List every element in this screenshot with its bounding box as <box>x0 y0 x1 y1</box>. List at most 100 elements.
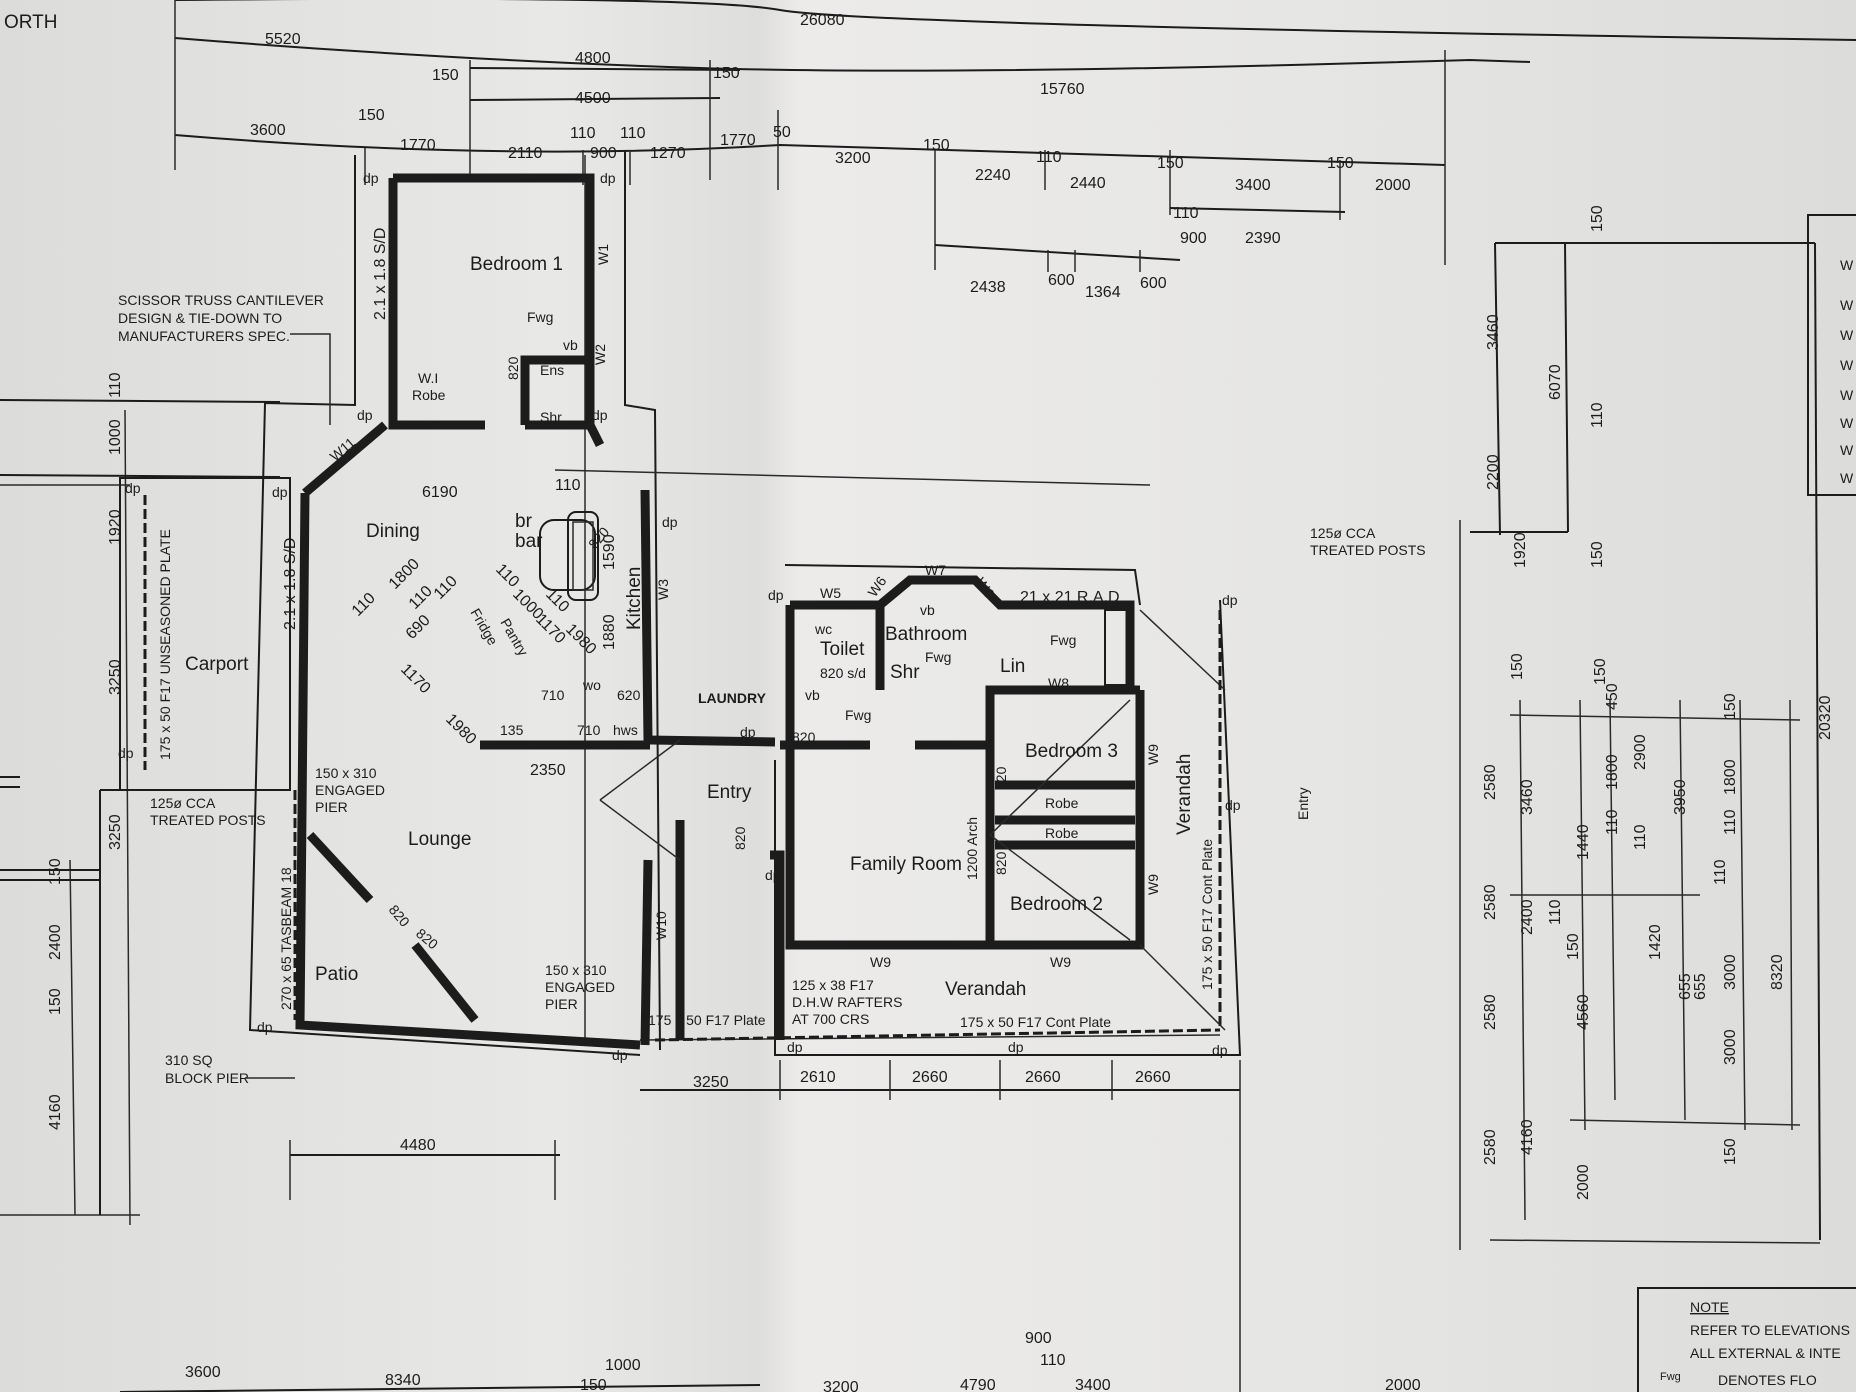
plan-label: 3950 <box>1672 779 1689 815</box>
plan-label: 110 <box>1589 402 1606 428</box>
plan-label: W <box>1840 470 1854 486</box>
plan-label: 2000 <box>1575 1164 1592 1200</box>
wc-label: wc <box>814 621 832 637</box>
room-patio: Patio <box>315 964 358 985</box>
right-dimension-lines <box>1459 214 1856 1250</box>
plan-label: 1000 <box>107 419 124 455</box>
plan-label: 1980 <box>442 711 479 748</box>
plan-label: 1170 <box>532 611 568 647</box>
plan-label: 110 <box>349 590 379 620</box>
plan-label: 110 <box>492 561 522 591</box>
room-laundry: LAUNDRY <box>698 690 767 706</box>
plan-label: dp <box>768 587 784 603</box>
plan-label: dp <box>1008 1039 1024 1055</box>
plan-label: 2580 <box>1482 994 1499 1030</box>
plan-label: vb <box>920 602 935 618</box>
dim: 1770 <box>400 137 436 154</box>
dim: 150 <box>923 137 950 154</box>
plan-label: 110 <box>431 573 461 603</box>
plan-label: 110 <box>107 372 124 398</box>
annotations: SCISSOR TRUSS CANTILEVER DESIGN & TIE-DO… <box>118 228 1426 1087</box>
plan-label: 820 <box>792 729 816 745</box>
room-shower: Shr <box>890 662 920 683</box>
plan-label: 270 x 65 TASBEAM 18 <box>278 867 294 1010</box>
plan-label: AT 700 CRS <box>792 1011 869 1027</box>
plan-label: W2 <box>592 344 608 365</box>
plan-label: 2.1 x 1.8 S/D <box>282 538 299 631</box>
plan-label: 150 <box>1589 541 1606 568</box>
plan-label: 125ø CCA <box>150 795 216 811</box>
dim: 50 <box>773 124 791 141</box>
plan-label: Fwg <box>845 707 871 723</box>
plan-label: 4160 <box>1519 1119 1536 1155</box>
plan-label: 710 <box>577 722 601 738</box>
room-ensuite-shower: Shr <box>540 409 562 425</box>
dim: 150 <box>713 65 740 82</box>
plan-label: 110 <box>1547 899 1564 925</box>
plan-label: W <box>1840 327 1854 343</box>
plan-label: dp <box>740 724 756 740</box>
room-bathroom: Bathroom <box>885 624 967 645</box>
dim: 1364 <box>1085 284 1121 301</box>
plan-label: 6190 <box>422 484 458 501</box>
room-ensuite: Ens <box>540 362 564 378</box>
plan-label: bar <box>515 531 543 552</box>
plan-label: dp <box>1225 797 1241 813</box>
room-robe-a: Robe <box>1045 795 1079 811</box>
right-dimension-labels: 150 3460 110 2200 150 6070 1920 150 150 … <box>1482 205 1834 1200</box>
bar-label: br <box>515 511 533 532</box>
plan-label: W9 <box>870 954 891 970</box>
dim: 3200 <box>835 150 871 167</box>
plan-label: 1980 <box>562 621 599 658</box>
dim: 1270 <box>650 145 686 162</box>
plan-label: 655 <box>1677 973 1694 1000</box>
plan-label: 110 <box>1040 1352 1066 1369</box>
plan-label: DESIGN & TIE-DOWN TO <box>118 310 282 326</box>
plan-label: 3250 <box>107 814 124 850</box>
plan-label: 820 s/d <box>820 665 866 681</box>
dim: 110 <box>1036 149 1062 166</box>
top-dimension-lines <box>174 0 1856 272</box>
plan-label: 150 <box>1592 658 1609 685</box>
plan-label: 620 <box>617 687 641 703</box>
plan-label: dp <box>1212 1042 1228 1058</box>
plan-label: 4480 <box>400 1137 436 1154</box>
plan-label: REFER TO ELEVATIONS <box>1690 1322 1850 1338</box>
plan-label: 3400 <box>1075 1377 1111 1392</box>
plan-label: 2660 <box>1025 1069 1061 1086</box>
plan-label: MANUFACTURERS SPEC. <box>118 328 290 344</box>
plan-label: 3250 <box>107 659 124 695</box>
plan-label: 150 <box>580 1377 607 1392</box>
plan-label: dp <box>125 480 141 496</box>
plan-label: W9 <box>1145 744 1161 765</box>
plan-label: 3250 <box>693 1074 729 1091</box>
dim: 110 <box>1173 205 1199 222</box>
room-entry: Entry <box>707 782 752 803</box>
dim: 2390 <box>1245 230 1281 247</box>
plan-label: 1200 Arch <box>964 817 980 880</box>
plan-label: dp <box>765 867 781 883</box>
plan-label: 175 x 50 F17 Cont Plate <box>960 1014 1111 1030</box>
plan-label: W <box>1840 257 1854 273</box>
plan-label: 2400 <box>1519 899 1536 935</box>
plan-label: 710 <box>541 687 565 703</box>
plan-label: 2580 <box>1482 764 1499 800</box>
plan-label: W1 <box>595 244 611 265</box>
roof-outline <box>0 150 1242 1215</box>
room-wi-robe: W.I <box>418 370 438 386</box>
plan-label: 175 x 50 F17 Plate <box>648 1012 766 1028</box>
plan-label: BLOCK PIER <box>165 1070 249 1086</box>
dim: 110 <box>620 125 646 142</box>
plan-label: W <box>1840 442 1854 458</box>
dim: 150 <box>432 67 459 84</box>
plan-label: 125 x 38 F17 <box>792 977 874 993</box>
plan-label: D.H.W RAFTERS <box>792 994 902 1010</box>
dim: 600 <box>1048 272 1075 289</box>
plan-label: dp <box>662 514 678 530</box>
plan-label: W5 <box>820 585 841 601</box>
dim: 3600 <box>250 122 286 139</box>
dim: 150 <box>1327 155 1354 172</box>
plan-label: 6070 <box>1547 364 1564 400</box>
plan-label: W9 <box>1145 874 1161 895</box>
